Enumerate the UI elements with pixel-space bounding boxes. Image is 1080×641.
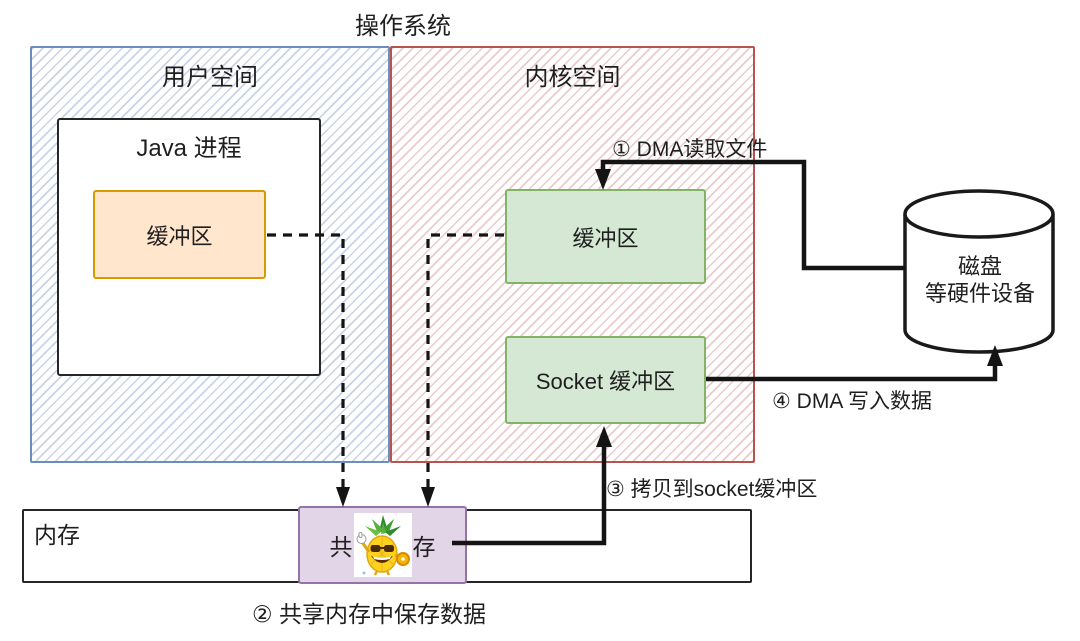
step3-label: ③ 拷贝到socket缓冲区 bbox=[606, 478, 818, 501]
shared-memory-prefix: 共 bbox=[329, 534, 353, 560]
java-process-label: Java 进程 bbox=[136, 135, 242, 162]
disk-label-line1: 磁盘 bbox=[957, 254, 1002, 279]
step2-label: ② 共享内存中保存数据 bbox=[252, 601, 487, 627]
user-space-label: 用户空间 bbox=[162, 64, 258, 91]
disk-label-line2: 等硬件设备 bbox=[924, 281, 1035, 306]
disk-label: 磁盘 等硬件设备 bbox=[905, 253, 1055, 307]
step1-label: ① DMA读取文件 bbox=[612, 138, 768, 161]
java-buffer-label: 缓冲区 bbox=[146, 223, 213, 249]
kernel-buffer-label: 缓冲区 bbox=[572, 225, 639, 251]
shared-memory-suffix: 存 bbox=[412, 534, 436, 560]
shared-memory-node: 共 bbox=[298, 506, 467, 584]
diagram-title: 操作系统 bbox=[355, 13, 451, 40]
kernel-space-label: 内核空间 bbox=[524, 64, 621, 91]
java-buffer-node: 缓冲区 bbox=[93, 190, 266, 279]
step4-label: ④ DMA 写入数据 bbox=[772, 390, 933, 413]
socket-buffer-node: Socket 缓冲区 bbox=[505, 336, 706, 424]
kernel-buffer-node: 缓冲区 bbox=[505, 189, 706, 284]
memory-label: 内存 bbox=[34, 522, 80, 548]
pineapple-meme-image bbox=[353, 513, 412, 577]
socket-buffer-label: Socket 缓冲区 bbox=[535, 369, 676, 394]
